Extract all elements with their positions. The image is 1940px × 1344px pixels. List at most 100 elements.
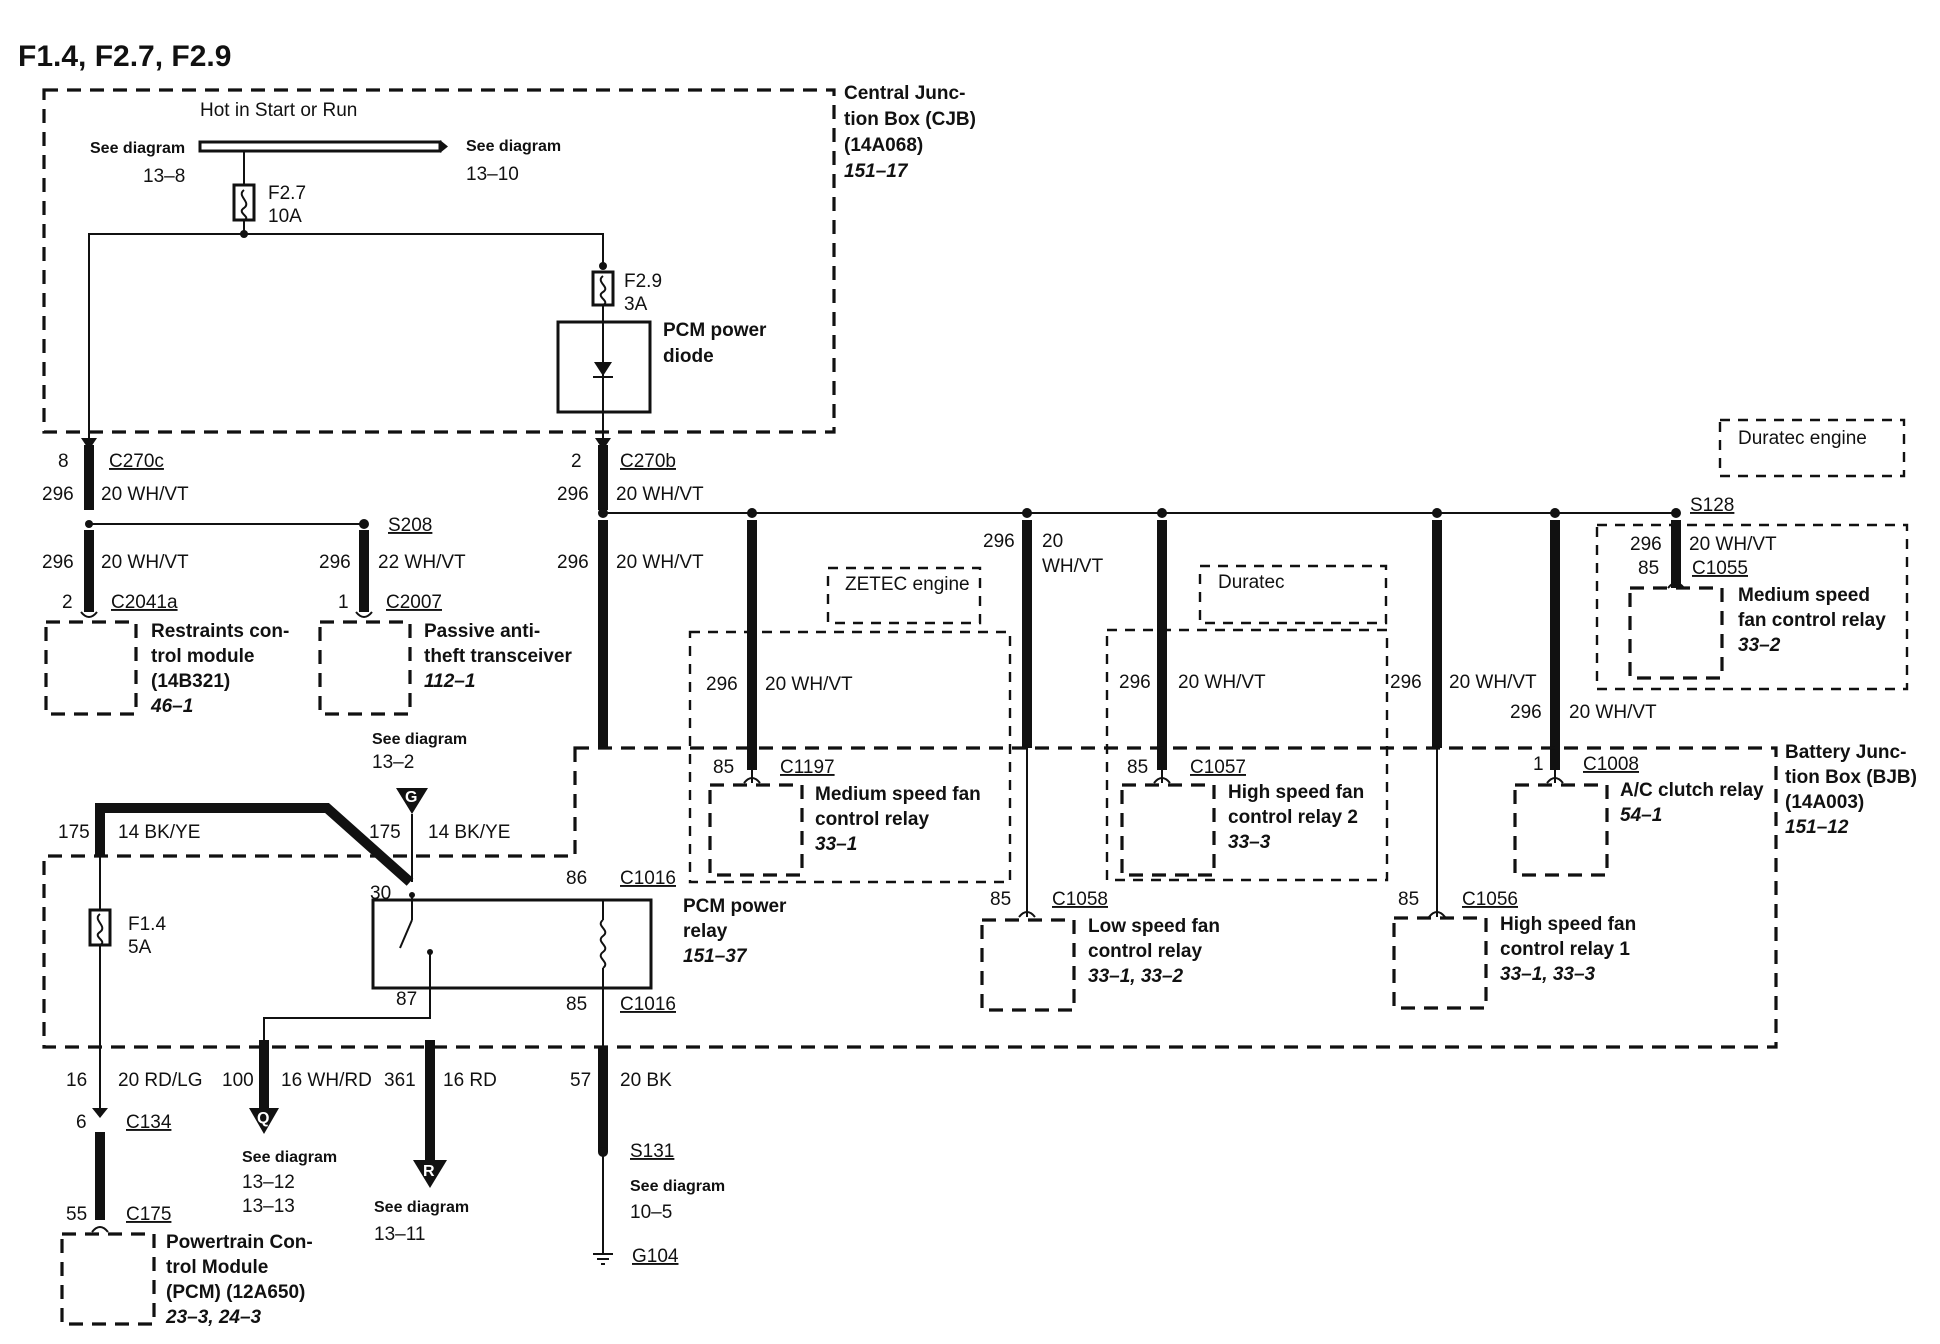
c2041a-connector-icon (80, 611, 98, 618)
duratec-engine-box (1718, 418, 1906, 478)
high-fan-relay-2-box (1120, 783, 1216, 877)
low-fan-label-1: Low speed fan (1088, 916, 1220, 937)
bus-bar (198, 140, 442, 153)
f27-distribution-wire (88, 233, 604, 445)
splice-dot (1022, 508, 1032, 518)
c2041a-label: C2041a (111, 592, 178, 613)
restraints-ref: 46–1 (150, 696, 193, 717)
circuit-296: 296 (983, 531, 1015, 552)
ac-clutch-relay-box (1513, 783, 1609, 877)
splice-dot (599, 262, 607, 270)
c270c-label: C270c (109, 451, 164, 472)
see-right-ref: 13–10 (466, 164, 519, 185)
circuit-296: 296 (319, 552, 351, 573)
pcm-relay-label-1: PCM power (683, 896, 787, 917)
off-page-q-icon (249, 1108, 279, 1134)
bjb-name-3: (14A003) (1785, 792, 1864, 813)
s131-see-ref: 10–5 (630, 1202, 672, 1223)
wire-spec: 20 RD/LG (118, 1070, 202, 1091)
s131-see-label: See diagram (630, 1178, 725, 1195)
low-fan-label-2: control relay (1088, 941, 1202, 962)
c2041a-pin: 2 (62, 592, 73, 613)
fuse-f29-label: F2.9 (624, 271, 662, 292)
diode-icon (594, 362, 612, 376)
duratec-box (1198, 564, 1388, 625)
med-fan-zetec-ref: 33–1 (815, 834, 857, 855)
high-fan2-label-1: High speed fan (1228, 782, 1364, 803)
duratec-label: Duratec (1218, 572, 1285, 593)
med-fan-duratec-ref: 33–2 (1738, 635, 1781, 656)
cjb-ref: 151–17 (844, 161, 909, 182)
ac-clutch-ref: 54–1 (1620, 805, 1662, 826)
c270b-label: C270b (620, 451, 676, 472)
circuit-175: 175 (369, 822, 401, 843)
c1008-label: C1008 (1583, 754, 1639, 775)
relay-contact-dot (427, 949, 433, 955)
pats-label-2: theft transceiver (424, 646, 572, 667)
pcm-diode-label-1: PCM power (663, 320, 767, 341)
r-see-label: See diagram (374, 1199, 469, 1216)
restraints-label-1: Restraints con- (151, 621, 289, 642)
medium-fan-relay-duratec-box (1628, 586, 1724, 680)
fuse-f27-amp: 10A (268, 206, 302, 227)
wire-color: WH/VT (1042, 556, 1104, 577)
c270b-pin: 2 (571, 451, 582, 472)
wire-spec: 20 WH/VT (616, 484, 704, 505)
c1055-pin: 85 (1638, 558, 1659, 579)
med-fan-duratec-label-1: Medium speed (1738, 585, 1870, 606)
q-see-ref-1: 13–12 (242, 1172, 295, 1193)
pcm-ref: 23–3, 24–3 (165, 1307, 262, 1328)
fuse-f14-element (96, 913, 104, 946)
c134-arrow-icon (92, 1108, 108, 1118)
c1016-label-a: C1016 (620, 868, 676, 889)
wire-spec: 20 WH/VT (1178, 672, 1266, 693)
wire-spec: 16 WH/RD (281, 1070, 372, 1091)
low-fan-ref: 33–1, 33–2 (1088, 966, 1184, 987)
g-see-label: See diagram (372, 731, 467, 748)
wire-spec: 20 WH/VT (1449, 672, 1537, 693)
wire-spec: 20 WH/VT (765, 674, 853, 695)
high-fan1-label-1: High speed fan (1500, 914, 1636, 935)
zetec-engine-label: ZETEC engine (845, 574, 970, 595)
c2007-connector-icon (355, 611, 373, 618)
wire-spec: 14 BK/YE (428, 822, 510, 843)
circuit-296: 296 (1630, 534, 1662, 555)
cjb-name-2: tion Box (CJB) (844, 109, 976, 130)
pcm-label-1: Powertrain Con- (166, 1232, 313, 1253)
circuit-296: 296 (557, 484, 589, 505)
see-right-label: See diagram (466, 138, 561, 155)
fuse-f27-element (240, 189, 248, 221)
circuit-57: 57 (570, 1070, 591, 1091)
wire-spec: 14 BK/YE (118, 822, 200, 843)
r-see-ref: 13–11 (374, 1224, 425, 1245)
fuse-f27-label: F2.7 (268, 183, 306, 204)
c1008-pin: 1 (1533, 754, 1544, 775)
restraints-label-3: (14B321) (151, 671, 230, 692)
pin-87: 87 (396, 989, 417, 1010)
fuse-f29-element (599, 275, 607, 306)
pats-ref: 112–1 (424, 671, 475, 692)
c175-connector-icon (91, 1226, 109, 1233)
c1057-pin: 85 (1127, 757, 1148, 778)
s128-label: S128 (1690, 495, 1734, 516)
medium-fan-relay-zetec-box (708, 783, 804, 877)
see-left-ref: 13–8 (143, 166, 185, 187)
wire-spec: 20 WH/VT (1569, 702, 1657, 723)
c1055-label: C1055 (1692, 558, 1748, 579)
c1056-label: C1056 (1462, 889, 1518, 910)
pcm-label-3: (PCM) (12A650) (166, 1282, 305, 1303)
wire-spec: 20 BK (620, 1070, 672, 1091)
med-fan-duratec-label-2: fan control relay (1738, 610, 1886, 631)
c175-label: C175 (126, 1204, 171, 1225)
fuse-f14-label: F1.4 (128, 914, 166, 935)
c2007-pin: 1 (338, 592, 349, 613)
c175-pin: 55 (66, 1204, 87, 1225)
restraints-module-box (44, 620, 138, 716)
q-see-label: See diagram (242, 1149, 337, 1166)
circuit-296: 296 (706, 674, 738, 695)
high-fan2-label-2: control relay 2 (1228, 807, 1358, 828)
off-page-g-letter: G (405, 789, 417, 806)
hot-in-start-label: Hot in Start or Run (200, 100, 357, 121)
circuit-296: 296 (1390, 672, 1422, 693)
